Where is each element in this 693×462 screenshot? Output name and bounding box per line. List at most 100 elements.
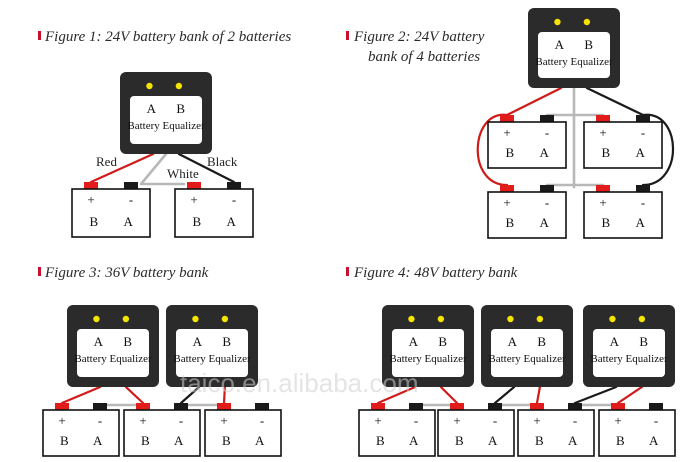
- minus-sign: -: [493, 413, 497, 428]
- wire: [641, 113, 674, 187]
- battery-label-a: A: [226, 214, 236, 229]
- battery-body: [517, 409, 595, 457]
- equalizer-label-b: B: [176, 101, 185, 116]
- battery-label-b: B: [222, 433, 231, 448]
- equalizer-label-b: B: [123, 334, 132, 349]
- equalizer-label-panel: [593, 329, 665, 377]
- watermark: taico.en.alibaba.com: [180, 368, 418, 398]
- minus-sign: -: [98, 413, 102, 428]
- minus-sign: -: [654, 413, 658, 428]
- equalizer-label-panel: [176, 329, 248, 377]
- negative-terminal: [93, 403, 107, 410]
- battery-equalizer: A B Battery Equalizer: [166, 305, 258, 387]
- equalizer-label-a: A: [508, 334, 518, 349]
- led-indicator: [437, 315, 445, 323]
- minus-sign: -: [129, 192, 133, 207]
- negative-terminal: [636, 185, 650, 192]
- figure-3-caption: Figure 3: 36V battery bank: [44, 265, 209, 281]
- led-indicator: [408, 315, 415, 323]
- figure-2-caption-line-1: Figure 2: 24V battery: [353, 29, 485, 45]
- led-indicator: [507, 315, 514, 323]
- battery-label-a: A: [539, 215, 549, 230]
- battery-body: [487, 121, 567, 169]
- negative-terminal: [636, 115, 650, 122]
- battery-label-a: A: [635, 215, 645, 230]
- equalizer-label-panel: [392, 329, 464, 377]
- battery-label-a: A: [635, 145, 645, 160]
- battery-label-a: A: [568, 433, 578, 448]
- caption-bullet: [346, 31, 349, 40]
- figure-1-caption: Figure 1: 24V battery bank of 2 batterie…: [44, 29, 291, 45]
- wire: [376, 385, 417, 405]
- caption-bullet: [38, 267, 41, 276]
- battery-label-b: B: [506, 215, 515, 230]
- positive-terminal: [84, 182, 98, 189]
- caption-bullet: [346, 267, 349, 276]
- led-indicator: [146, 82, 153, 90]
- battery-body: [583, 121, 663, 169]
- equalizer-label-a: A: [610, 334, 620, 349]
- wire: [535, 385, 541, 405]
- led-indicator: [638, 315, 646, 323]
- plus-sign: +: [533, 413, 540, 428]
- plus-sign: +: [220, 413, 227, 428]
- equalizer-label-a: A: [555, 37, 565, 52]
- equalizer-label-b: B: [222, 334, 231, 349]
- led-indicator: [609, 315, 616, 323]
- equalizer-label-a: A: [94, 334, 104, 349]
- plus-sign: +: [374, 413, 381, 428]
- plus-sign: +: [599, 125, 606, 140]
- battery-body: [487, 191, 567, 239]
- equalizer-label-panel: [538, 32, 610, 78]
- plus-sign: +: [58, 413, 65, 428]
- minus-sign: -: [179, 413, 183, 428]
- led-indicator: [554, 18, 561, 26]
- battery-label-b: B: [141, 433, 150, 448]
- plus-sign: +: [139, 413, 146, 428]
- figure-2-caption-line-2: bank of 4 batteries: [368, 49, 480, 65]
- battery-label-a: A: [488, 433, 498, 448]
- positive-terminal: [450, 403, 464, 410]
- minus-sign: -: [414, 413, 418, 428]
- wire: [222, 385, 226, 405]
- wire: [177, 152, 236, 184]
- plus-sign: +: [87, 192, 94, 207]
- equalizer-label-b: B: [438, 334, 447, 349]
- equalizer-name: Battery Equalizer: [590, 353, 668, 365]
- battery-body: [123, 409, 201, 457]
- equalizer-label-panel: [491, 329, 563, 377]
- negative-terminal: [568, 403, 582, 410]
- positive-terminal: [530, 403, 544, 410]
- negative-terminal: [255, 403, 269, 410]
- wire: [439, 385, 459, 405]
- battery-body: [204, 409, 282, 457]
- negative-terminal: [227, 182, 241, 189]
- battery-label-a: A: [539, 145, 549, 160]
- battery-equalizer: A B Battery Equalizer: [67, 305, 159, 387]
- battery-label-b: B: [506, 145, 515, 160]
- battery-label-b: B: [616, 433, 625, 448]
- led-indicator: [122, 315, 130, 323]
- figure-4-caption: Figure 4: 48V battery bank: [353, 265, 518, 281]
- positive-terminal: [596, 115, 610, 122]
- equalizer-name: Battery Equalizer: [173, 353, 251, 365]
- wire: [476, 113, 509, 187]
- battery-label-b: B: [376, 433, 385, 448]
- equalizer-name: Battery Equalizer: [74, 353, 152, 365]
- equalizer-label-a: A: [193, 334, 203, 349]
- wire: [139, 152, 186, 186]
- wire: [493, 385, 516, 405]
